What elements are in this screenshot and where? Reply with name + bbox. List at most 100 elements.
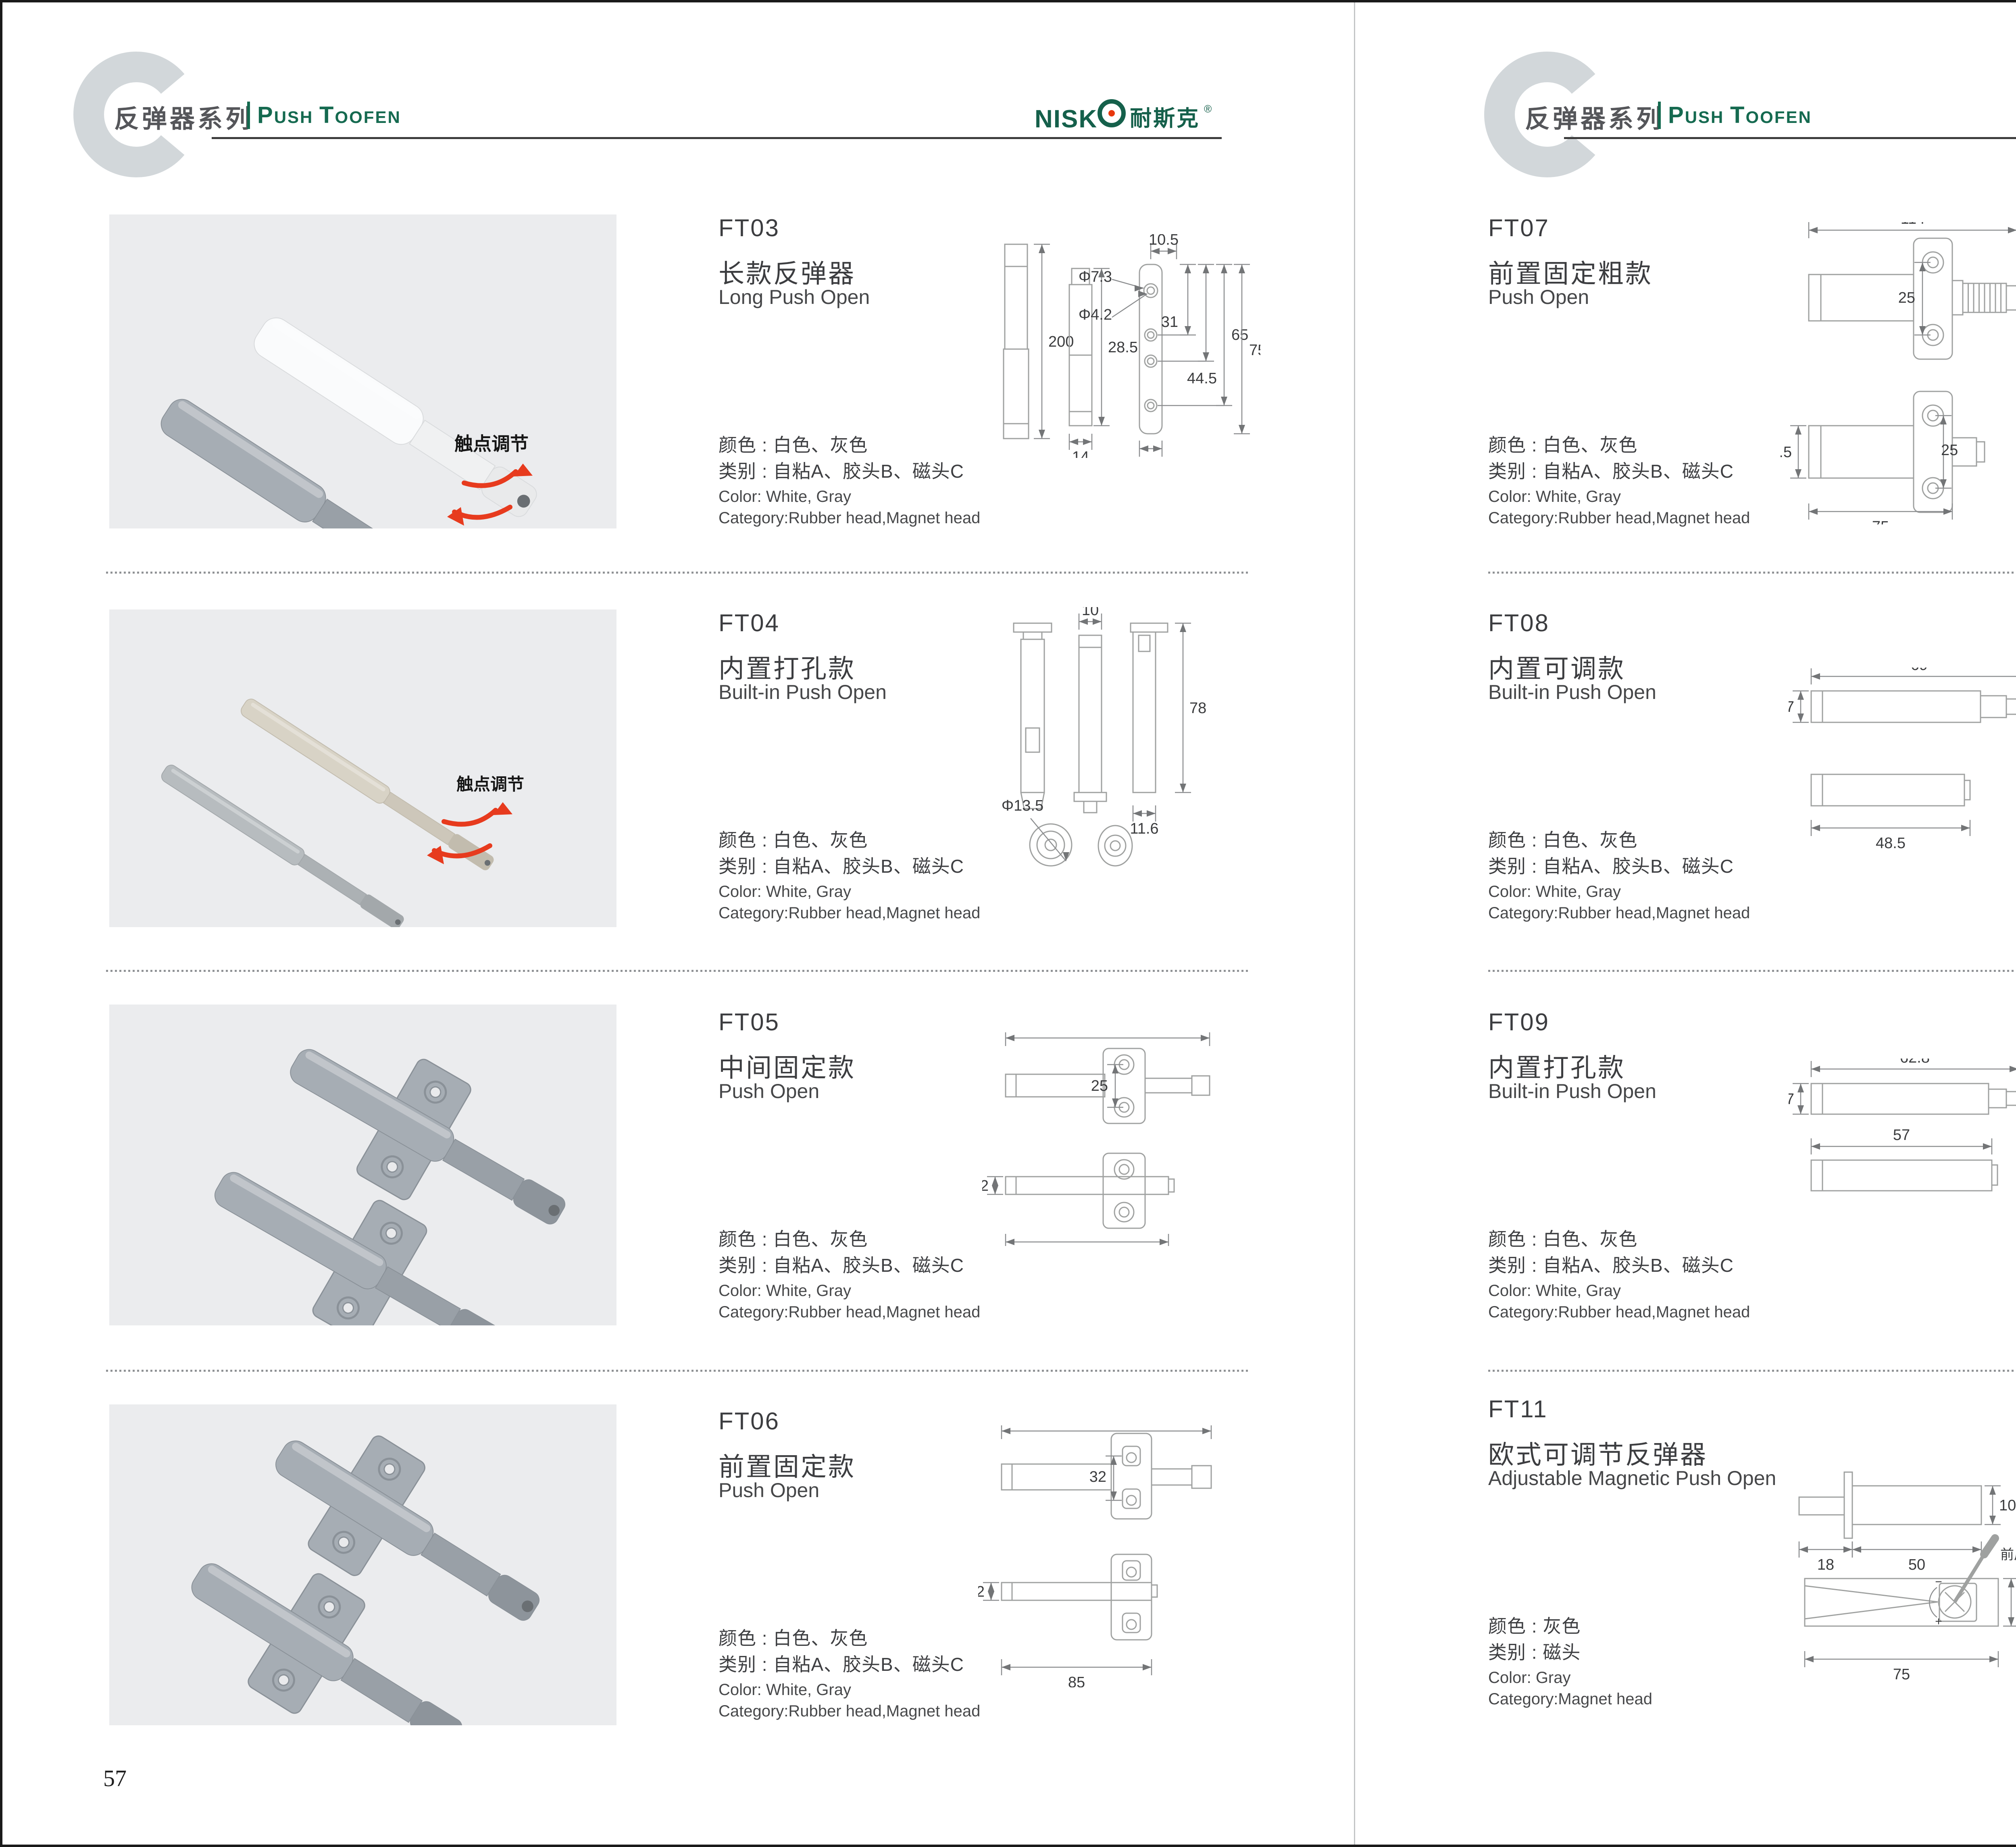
section-separator	[1488, 1370, 2016, 1372]
svg-text:125: 125	[1093, 1425, 1119, 1428]
section-name-en-FT05: Push Open	[719, 1080, 820, 1102]
spec-category-en-FT03: Category:Rubber head,Magnet head	[719, 509, 981, 527]
spec-color-cn-FT08: 颜色 : 白色、灰色	[1488, 830, 1638, 851]
product-photo-FT05	[109, 1005, 616, 1356]
svg-text:触点调节: 触点调节	[456, 775, 524, 794]
svg-text:48.5: 48.5	[1876, 835, 1906, 852]
section-name-cn-FT05: 中间固定款	[719, 1053, 856, 1082]
section-separator	[1488, 970, 2016, 972]
svg-text:125: 125	[1095, 1032, 1120, 1035]
spec-color-cn-FT11: 颜色 : 灰色	[1488, 1616, 1581, 1637]
tech-drawing-FT06: 1253210.285	[955, 1411, 1260, 1691]
page-subtitle: PUSH TOOFEN	[1668, 102, 1812, 128]
svg-text:13.6: 13.6	[1136, 456, 1166, 458]
spec-color-en-FT09: Color: White, Gray	[1488, 1282, 1621, 1300]
spec-color-en-FT11: Color: Gray	[1488, 1669, 1571, 1687]
section-name-cn-FT09: 内置打孔款	[1488, 1053, 1625, 1082]
tech-drawing-FT07: 1142514.52575	[1762, 210, 2016, 535]
section-separator	[106, 970, 1248, 972]
header-rule	[1564, 137, 2016, 139]
section-name-cn-FT06: 前置固定款	[719, 1452, 856, 1481]
svg-text:78: 78	[1189, 700, 1206, 717]
spec-color-cn-FT04: 颜色 : 白色、灰色	[719, 830, 868, 851]
svg-text:50: 50	[1908, 1556, 1925, 1573]
brand-latin: NISK	[1035, 99, 1126, 133]
svg-text:31: 31	[1161, 314, 1178, 331]
spec-category-en-FT08: Category:Rubber head,Magnet head	[1488, 904, 1750, 922]
spec-category-cn-FT05: 类别 : 自粘A、胶头B、磁头C	[719, 1255, 964, 1276]
svg-text:Φ7.3: Φ7.3	[1079, 268, 1112, 285]
svg-text:62.8: 62.8	[1900, 1059, 1930, 1066]
svg-text:触点调节: 触点调节	[454, 433, 529, 454]
brand-ring-icon	[1098, 99, 1126, 127]
page-title: 反弹器系列	[114, 105, 254, 133]
spec-category-cn-FT11: 类别 : 磁头	[1488, 1642, 1581, 1663]
spec-color-en-FT06: Color: White, Gray	[719, 1681, 851, 1699]
svg-text:25: 25	[1898, 289, 1915, 306]
svg-text:10: 10	[1082, 607, 1099, 619]
svg-text:75: 75	[1249, 342, 1260, 359]
svg-text:114: 114	[1901, 222, 1925, 227]
section-code-FT11: FT11	[1488, 1396, 1548, 1423]
page-number-left: 57	[103, 1765, 127, 1791]
title-divider-bar	[247, 102, 250, 129]
tech-drawing-FT09: 62.89.757	[1773, 1049, 2016, 1238]
svg-text:200: 200	[1048, 333, 1074, 350]
product-photo-FT03: 触点调节	[109, 214, 616, 593]
svg-text:75: 75	[1893, 1666, 1910, 1683]
section-code-FT06: FT06	[719, 1408, 780, 1435]
product-photo-FT04: 触点调节	[109, 609, 616, 930]
svg-text:18: 18	[1817, 1556, 1834, 1573]
tech-drawing-FT05: 1252510.285	[959, 1018, 1256, 1266]
section-name-cn-FT11: 欧式可调节反弹器	[1488, 1440, 1708, 1469]
brand-reg: ®	[1204, 103, 1212, 115]
svg-text:11.6: 11.6	[1130, 820, 1158, 837]
page-subtitle: PUSH TOOFEN	[257, 102, 401, 128]
header-rule	[212, 137, 1222, 139]
spec-category-en-FT06: Category:Rubber head,Magnet head	[719, 1702, 981, 1720]
spec-category-cn-FT07: 类别 : 自粘A、胶头B、磁头C	[1488, 461, 1734, 482]
section-code-FT04: FT04	[719, 609, 780, 636]
title-divider-bar	[1658, 102, 1661, 129]
section-name-en-FT04: Built-in Push Open	[719, 681, 887, 703]
svg-text:前后调节距离6mm: 前后调节距离6mm	[2000, 1547, 2016, 1562]
spec-color-en-FT05: Color: White, Gray	[719, 1282, 851, 1300]
svg-text:14.5: 14.5	[1781, 444, 1792, 461]
product-photo-FT06	[109, 1404, 616, 1748]
svg-text:32: 32	[1089, 1468, 1106, 1485]
svg-text:10: 10	[1999, 1497, 2016, 1514]
svg-text:14: 14	[1072, 449, 1089, 458]
section-code-FT07: FT07	[1488, 214, 1550, 241]
section-separator	[1488, 572, 2016, 574]
section-name-en-FT11: Adjustable Magnetic Push Open	[1488, 1467, 1776, 1489]
section-name-cn-FT07: 前置固定粗款	[1488, 259, 1653, 288]
svg-text:25: 25	[1091, 1077, 1108, 1094]
spec-color-en-FT08: Color: White, Gray	[1488, 883, 1621, 901]
svg-text:85: 85	[1068, 1674, 1085, 1687]
spec-category-en-FT09: Category:Rubber head,Magnet head	[1488, 1303, 1750, 1321]
svg-text:+: +	[1935, 1615, 1942, 1628]
svg-text:10.5: 10.5	[1149, 234, 1179, 248]
section-name-en-FT08: Built-in Push Open	[1488, 681, 1656, 703]
section-name-en-FT03: Long Push Open	[719, 286, 870, 308]
svg-text:25: 25	[1941, 442, 1958, 459]
spec-category-cn-FT03: 类别 : 自粘A、胶头B、磁头C	[719, 461, 964, 482]
section-code-FT05: FT05	[719, 1009, 780, 1036]
svg-text:9.7: 9.7	[1789, 699, 1794, 716]
section-name-en-FT09: Built-in Push Open	[1488, 1080, 1656, 1102]
section-separator	[106, 1370, 1248, 1372]
spec-category-cn-FT08: 类别 : 自粘A、胶头B、磁头C	[1488, 856, 1734, 877]
section-name-en-FT07: Push Open	[1488, 286, 1589, 308]
svg-text:44.5: 44.5	[1187, 370, 1217, 387]
spec-color-en-FT07: Color: White, Gray	[1488, 488, 1621, 505]
brand-cn: 耐斯克	[1130, 106, 1200, 131]
spec-category-en-FT07: Category:Rubber head,Magnet head	[1488, 509, 1750, 527]
spec-category-cn-FT04: 类别 : 自粘A、胶头B、磁头C	[719, 856, 964, 877]
spec-color-cn-FT07: 颜色 : 白色、灰色	[1488, 435, 1638, 456]
spec-category-cn-FT09: 类别 : 自粘A、胶头B、磁头C	[1488, 1255, 1734, 1276]
